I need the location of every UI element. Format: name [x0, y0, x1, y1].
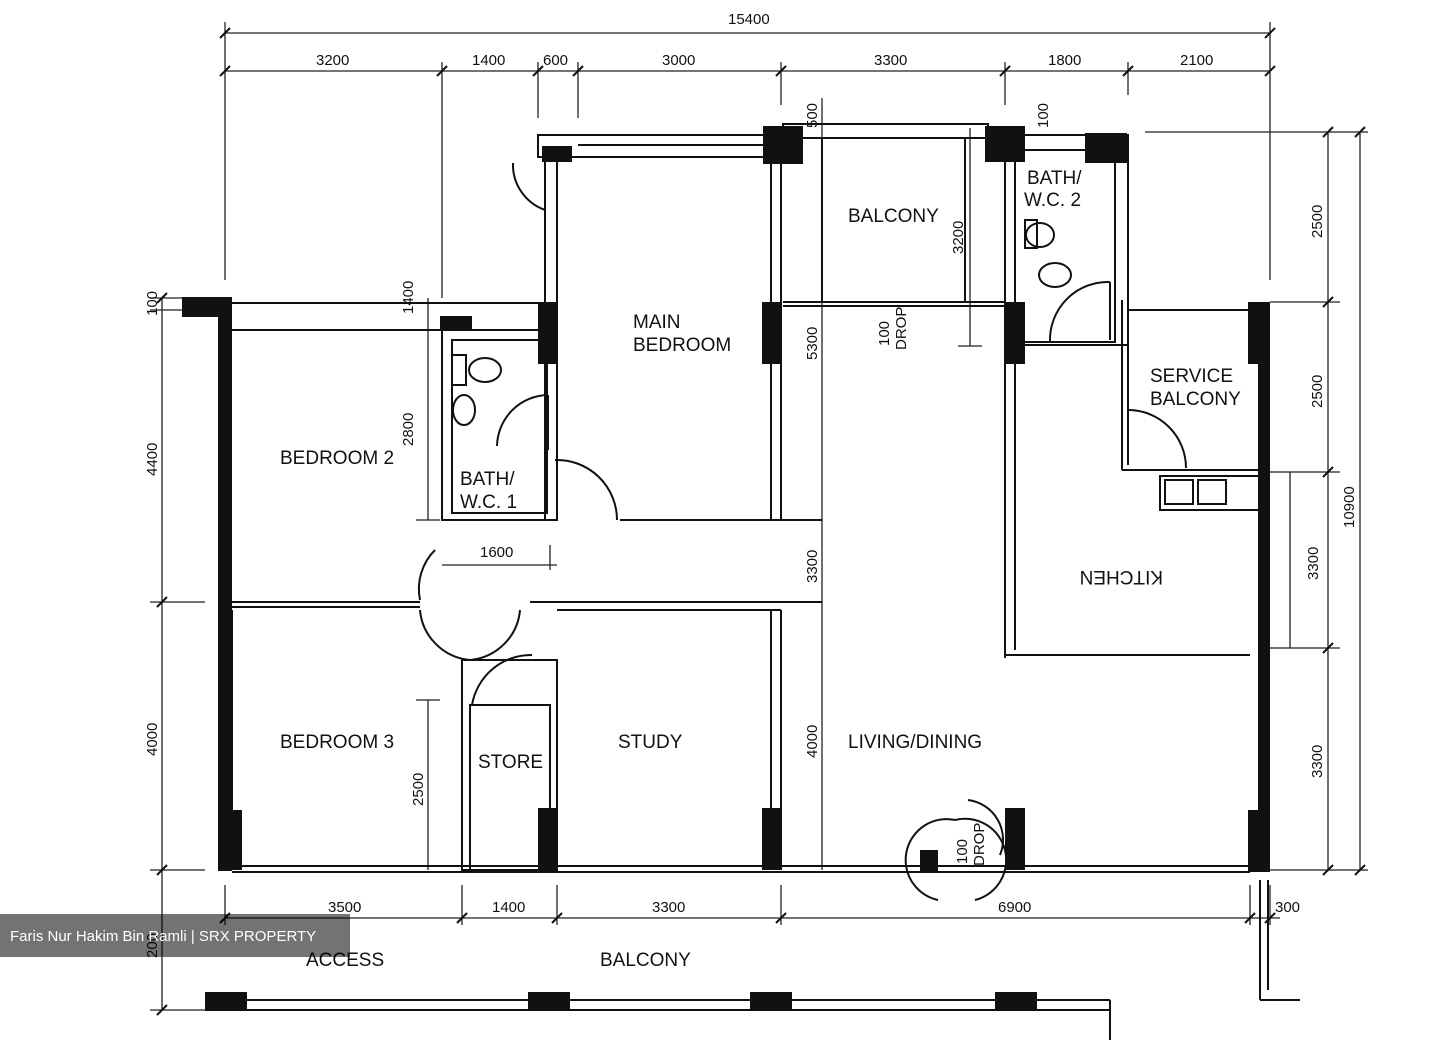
doors — [417, 162, 1187, 901]
watermark: Faris Nur Hakim Bin Ramli | SRX PROPERTY — [0, 914, 350, 957]
dim-left-2: 4400 — [144, 443, 161, 476]
dim-bottom-5: 300 — [1275, 899, 1300, 916]
room-labels: MAIN BEDROOM BALCONY BATH/ W.C. 2 SERVIC… — [280, 168, 1241, 971]
dim-bottom-1: 3500 — [328, 899, 361, 916]
dim-2500: 2500 — [410, 773, 427, 806]
columns — [182, 126, 1270, 1010]
watermark-background — [0, 914, 350, 957]
bedroom-3-label: BEDROOM 3 — [280, 732, 394, 753]
dimension-lines — [150, 22, 1368, 1011]
bath-wc-2-label-1: BATH/ — [1027, 168, 1082, 189]
bath-wc-1-label-2: W.C. 1 — [460, 492, 517, 513]
balcony-top-label: BALCONY — [848, 206, 939, 227]
dim-4000: 4000 — [804, 725, 821, 758]
dim-top-1: 3200 — [316, 52, 349, 69]
dim-top-7: 2100 — [1180, 52, 1213, 69]
balcony-bottom-label: BALCONY — [600, 950, 691, 971]
service-balcony-label-1: SERVICE — [1150, 366, 1233, 387]
dimension-labels: 15400 3200 1400 600 3000 3300 1800 2100 … — [144, 11, 1358, 958]
bath-wc-2-label-2: W.C. 2 — [1024, 190, 1081, 211]
dim-top-3: 600 — [543, 52, 568, 69]
dim-left-3: 4000 — [144, 723, 161, 756]
dim-500: 500 — [804, 103, 821, 128]
balcony-drop-2: DROP — [893, 307, 910, 350]
dim-3200: 3200 — [950, 221, 967, 254]
dim-1600: 1600 — [480, 544, 513, 561]
dimension-ticks — [156, 27, 1366, 1016]
main-bedroom-label-1: MAIN — [633, 312, 681, 333]
dim-top-total: 15400 — [728, 11, 770, 28]
dim-top-6: 1800 — [1048, 52, 1081, 69]
dim-bottom-2: 1400 — [492, 899, 525, 916]
entrance-drop-1: 100 — [954, 839, 971, 864]
dim-top-5: 3300 — [874, 52, 907, 69]
dim-right-3: 3300 — [1309, 745, 1326, 778]
dim-top-2: 1400 — [472, 52, 505, 69]
dim-right-2: 2500 — [1309, 375, 1326, 408]
bedroom-2-label: BEDROOM 2 — [280, 448, 394, 469]
living-dining-label: LIVING/DINING — [848, 732, 982, 753]
entrance-drop-2: DROP — [971, 823, 988, 866]
dim-left-1: 100 — [144, 291, 161, 316]
dim-100-top: 100 — [1035, 103, 1052, 128]
dim-5300: 5300 — [804, 327, 821, 360]
dim-1400: 1400 — [400, 281, 417, 314]
dim-bottom-3: 3300 — [652, 899, 685, 916]
service-balcony-label-2: BALCONY — [1150, 389, 1241, 410]
toilets — [451, 219, 1072, 426]
watermark-text: Faris Nur Hakim Bin Ramli | SRX PROPERTY — [10, 928, 316, 945]
kitchen-label: KITCHEN — [1080, 566, 1163, 587]
dim-3300-mid: 3300 — [804, 550, 821, 583]
interior-walls — [205, 123, 1300, 1040]
study-label: STUDY — [618, 732, 683, 753]
bath-wc-1-label-1: BATH/ — [460, 469, 515, 490]
store-label: STORE — [478, 752, 543, 773]
dim-right-1: 2500 — [1309, 205, 1326, 238]
dim-3300-kitchen: 3300 — [1305, 547, 1322, 580]
dim-right-total: 10900 — [1341, 486, 1358, 528]
dim-bottom-4: 6900 — [998, 899, 1031, 916]
dim-top-4: 3000 — [662, 52, 695, 69]
balcony-drop-1: 100 — [876, 321, 893, 346]
main-bedroom-label-2: BEDROOM — [633, 335, 731, 356]
dim-2800: 2800 — [400, 413, 417, 446]
